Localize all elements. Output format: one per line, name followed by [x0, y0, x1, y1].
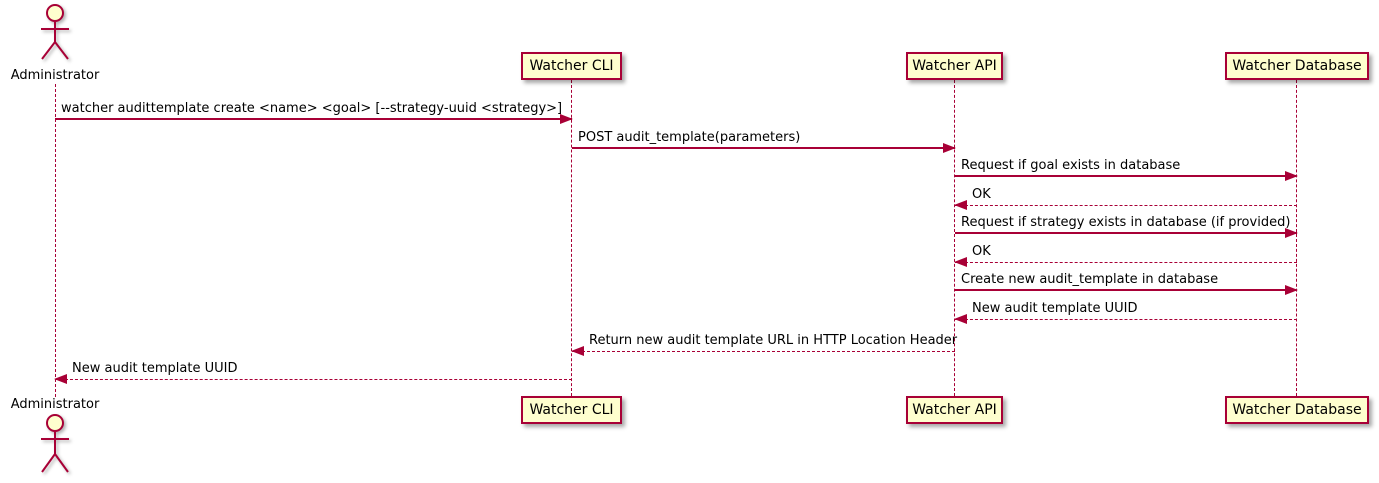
- message-return-arrow: [954, 257, 1297, 267]
- message-arrow: [955, 171, 1298, 181]
- message-return-url-location-header: Return new audit template URL in HTTP Lo…: [571, 332, 958, 356]
- message-arrow: [955, 285, 1298, 295]
- message-post-audit-template: POST audit_template(parameters): [572, 129, 956, 153]
- message-label: Return new audit template URL in HTTP Lo…: [589, 333, 958, 348]
- message-label: POST audit_template(parameters): [578, 130, 801, 145]
- arrowhead-left-icon: [954, 200, 967, 210]
- administrator-actor-icon: [41, 414, 69, 473]
- actor-label-administrator-top: Administrator: [10, 68, 100, 83]
- arrowhead-right-icon: [1285, 171, 1298, 181]
- message-request-strategy-exists: Request if strategy exists in database (…: [955, 214, 1298, 238]
- message-new-uuid-to-admin: New audit template UUID: [54, 360, 572, 384]
- lifeline-watcher-api: [954, 80, 955, 396]
- message-ok-strategy: OK: [954, 243, 1297, 267]
- arrowhead-right-icon: [560, 114, 573, 124]
- arrowhead-right-icon: [1285, 228, 1298, 238]
- message-return-arrow: [954, 200, 1297, 210]
- message-create-audit-template-db: Create new audit_template in database: [955, 271, 1298, 295]
- arrowhead-right-icon: [943, 143, 956, 153]
- message-return-arrow: [571, 346, 955, 356]
- lifeline-watcher-cli: [571, 80, 572, 396]
- arrowhead-left-icon: [954, 257, 967, 267]
- message-label: OK: [972, 187, 991, 202]
- arrowhead-left-icon: [954, 314, 967, 324]
- message-label: OK: [972, 244, 991, 259]
- participant-watcher-cli-bottom: Watcher CLI: [521, 396, 622, 424]
- message-arrow: [572, 143, 956, 153]
- participant-watcher-cli-top: Watcher CLI: [521, 52, 622, 80]
- message-label: Request if goal exists in database: [961, 158, 1181, 173]
- lifeline-administrator: [55, 84, 56, 397]
- message-label: Request if strategy exists in database (…: [961, 215, 1291, 230]
- arrowhead-left-icon: [571, 346, 584, 356]
- participant-watcher-api-top: Watcher API: [906, 52, 1003, 80]
- message-arrow: [55, 114, 573, 124]
- message-label: New audit template UUID: [72, 361, 238, 376]
- actor-label-administrator-bottom: Administrator: [10, 397, 100, 412]
- arrowhead-right-icon: [1285, 285, 1298, 295]
- message-return-arrow: [954, 314, 1297, 324]
- administrator-actor-icon: [41, 4, 69, 60]
- message-label: Create new audit_template in database: [961, 272, 1219, 287]
- message-ok-goal: OK: [954, 186, 1297, 210]
- participant-watcher-database-top: Watcher Database: [1225, 52, 1369, 80]
- message-label: watcher audittemplate create <name> <goa…: [61, 101, 563, 116]
- lifeline-watcher-database: [1296, 80, 1297, 396]
- message-arrow: [955, 228, 1298, 238]
- message-request-goal-exists: Request if goal exists in database: [955, 157, 1298, 181]
- message-label: New audit template UUID: [972, 301, 1138, 316]
- participant-watcher-api-bottom: Watcher API: [906, 396, 1003, 424]
- message-return-arrow: [54, 374, 572, 384]
- arrowhead-left-icon: [54, 374, 67, 384]
- participant-watcher-database-bottom: Watcher Database: [1225, 396, 1369, 424]
- message-create-audittemplate: watcher audittemplate create <name> <goa…: [55, 100, 573, 124]
- message-new-uuid-from-db: New audit template UUID: [954, 300, 1297, 324]
